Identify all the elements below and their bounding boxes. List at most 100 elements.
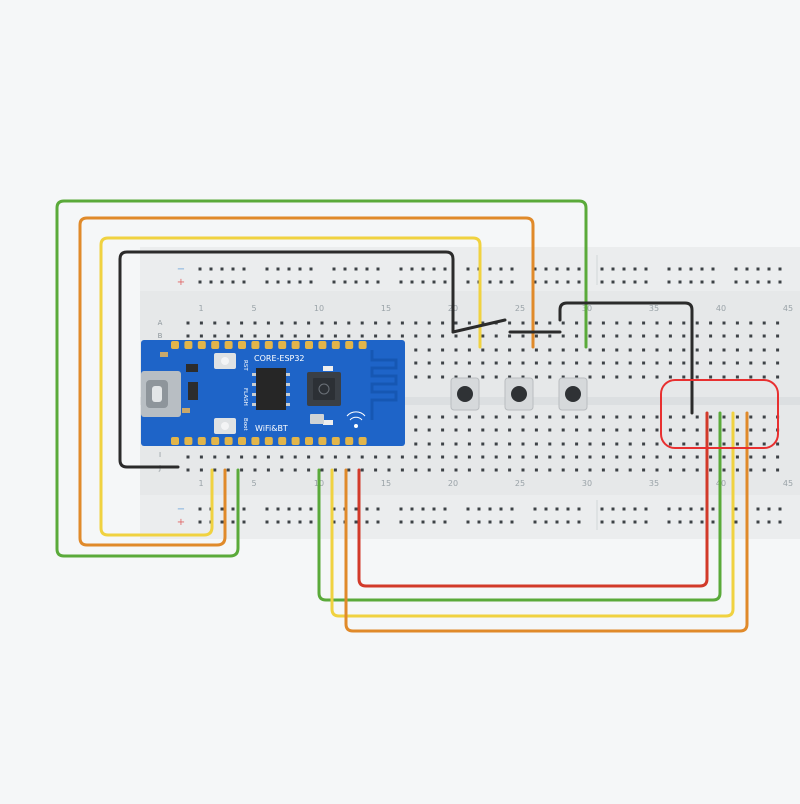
rail-hole [287,280,291,284]
col-num-20-b: 20 [448,479,458,488]
wire-yellow-top[interactable] [99,236,482,537]
pushbutton-2-cap[interactable] [511,386,527,402]
rail-hole [611,280,615,284]
col-num-15: 15 [381,304,391,313]
wire-yellow-bottom[interactable] [330,411,735,618]
breadboard-hole [776,361,780,365]
wires [55,199,749,633]
breadboard-hole [481,468,485,472]
breadboard-hole [508,428,512,432]
breadboard-hole [534,361,538,365]
rail-hole [745,267,749,271]
rail-hole [544,507,548,511]
rail-hole [700,280,704,284]
breadboard-hole [280,321,284,325]
boot-button-cap[interactable] [221,422,229,430]
breadboard-hole [494,361,498,365]
rail-hole [298,280,302,284]
rail-hole [309,507,313,511]
antenna-trace [370,350,398,420]
esp32-board[interactable]: RST Boot FLASH CORE-ESP32 WiFi&BT [141,340,405,446]
rail-hole [734,520,738,524]
pushbutton-1-cap[interactable] [457,386,473,402]
rail-hole [778,507,782,511]
rst-button-cap[interactable] [221,357,229,365]
wire-black-right[interactable] [558,301,694,415]
header-pin-pad [305,437,313,445]
rail-hole [276,520,280,524]
breadboard-hole [642,375,646,379]
pushbutton-1[interactable] [450,377,480,411]
label-rst: RST [242,360,248,371]
breadboard-hole [226,468,230,472]
rail-hole [298,267,302,271]
breadboard-hole [722,334,726,338]
header-pin-pad [251,437,260,445]
breadboard-hole [414,468,418,472]
breadboard-hole [575,468,579,472]
rail-hole [265,280,269,284]
rail-hole [577,267,581,271]
wire-green-top[interactable] [55,199,588,558]
pushbutton-3[interactable] [558,377,588,411]
rail-hole [667,280,671,284]
breadboard-hole [628,375,632,379]
rail-hole [533,507,537,511]
wire-orange-top[interactable] [78,216,535,547]
breadboard-hole [588,334,592,338]
rail-hole [533,520,537,524]
rail-hole [488,280,492,284]
breadboard-hole [776,375,780,379]
breadboard-hole [695,468,699,472]
jumper-black-1[interactable] [451,318,507,334]
flash-pin [286,393,290,396]
breadboard-hole [709,321,713,325]
breadboard-hole [655,468,659,472]
breadboard-hole [588,455,592,459]
breadboard-hole [722,455,726,459]
breadboard-hole [400,321,404,325]
col-num-15-b: 15 [381,479,391,488]
wire-green-bottom[interactable] [317,411,722,602]
pushbutton-2[interactable] [504,377,534,411]
breadboard-hole [347,468,351,472]
rail-hole [365,507,369,511]
breadboard-hole [534,334,538,338]
breadboard-hole [454,442,458,446]
rail-hole [265,520,269,524]
rail-hole [265,507,269,511]
wire-black-top[interactable] [118,250,455,469]
pushbutton-3-cap[interactable] [565,386,581,402]
header-pin-pad [211,437,220,445]
breadboard-hole [682,375,686,379]
breadboard-hole [722,348,726,352]
breadboard-hole [575,455,579,459]
breadboard-hole [682,442,686,446]
rail-hole [689,280,693,284]
wire-orange-bottom[interactable] [344,411,749,633]
small-chip-2 [188,382,198,400]
breadboard-hole [642,415,646,419]
rail-hole [443,267,447,271]
rail-hole [644,520,648,524]
breadboard-hole [280,468,284,472]
breadboard-hole [695,361,699,365]
breadboard-hole [414,361,418,365]
header-pin-pad [278,437,287,445]
header-pin-pad [358,341,367,349]
breadboard-hole [722,375,726,379]
breadboard-hole [253,334,257,338]
breadboard-hole [561,375,565,379]
usb-c-icon [141,371,181,417]
breadboard-hole [695,455,699,459]
header-pin-pad [197,341,206,349]
breadboard-hole [588,348,592,352]
wire-red-bottom[interactable] [357,411,709,588]
rail-hole [711,520,715,524]
breadboard-hole [441,375,445,379]
breadboard-hole [240,455,244,459]
breadboard-hole [199,468,203,472]
breadboard-hole [588,321,592,325]
breadboard-hole [762,415,766,419]
